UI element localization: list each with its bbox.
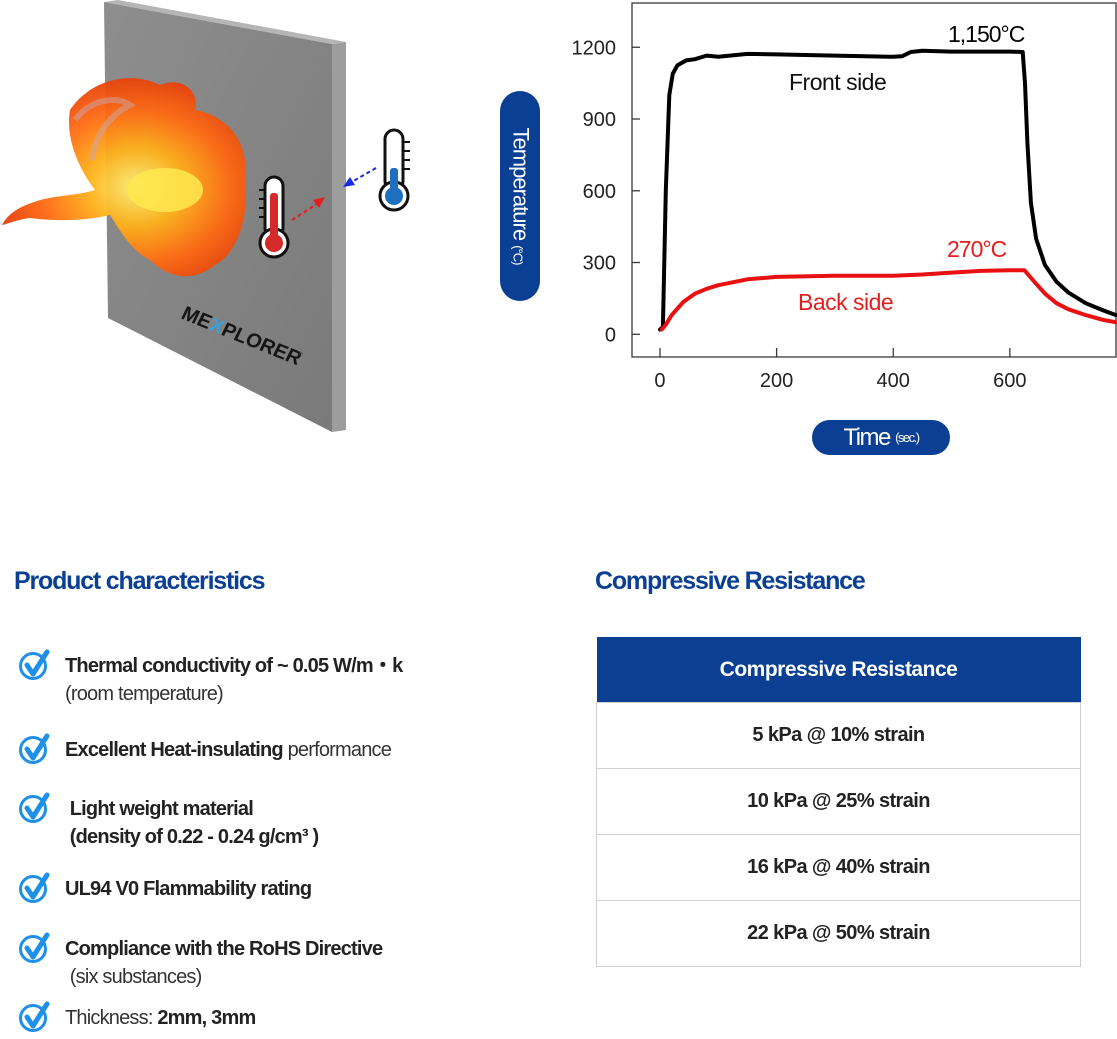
y-tick-label: 0 xyxy=(605,324,616,346)
annotation-front-side: Front side xyxy=(789,69,886,95)
characteristic-bold: Compliance with the RoHS Directive xyxy=(65,938,383,960)
characteristic-item: Thickness: 2mm, 3mm xyxy=(18,1001,256,1034)
check-icon xyxy=(18,648,52,682)
characteristic-bold: Light weight material xyxy=(65,798,254,820)
characteristic-light: performance xyxy=(282,739,392,761)
characteristic-item: Thermal conductivity of ~ 0.05 W/m・k (roo… xyxy=(18,649,403,708)
y-tick-label: 300 xyxy=(583,253,616,275)
characteristic-text: Light weight material (density of 0.22 -… xyxy=(65,795,319,851)
x-axis-title: Time xyxy=(843,423,891,451)
characteristic-subtext: (density of 0.22 - 0.24 g/cm³ ) xyxy=(65,826,319,848)
check-icon xyxy=(18,871,52,905)
check-icon xyxy=(18,791,52,825)
x-tick-label: 600 xyxy=(993,370,1026,392)
hot-arrow-icon xyxy=(291,197,325,221)
y-tick-label: 1200 xyxy=(572,37,617,59)
characteristic-text: Thickness: 2mm, 3mm xyxy=(65,1004,256,1032)
check-icon xyxy=(18,1000,52,1034)
y-tick-label: 600 xyxy=(583,181,616,203)
check-icon xyxy=(18,931,52,965)
y-axis-label: Temperature (°C) xyxy=(500,91,540,301)
table-cell: 22 kPa @ 50% strain xyxy=(596,900,1081,967)
y-tick-label: 900 xyxy=(583,109,616,131)
cold-arrow-icon xyxy=(343,167,377,187)
compressive-resistance-table: Compressive Resistance 5 kPa @ 10% strai… xyxy=(596,637,1081,967)
characteristic-text: Compliance with the RoHS Directive (six … xyxy=(65,935,383,991)
y-axis-unit: (°C) xyxy=(510,245,526,265)
table-header: Compressive Resistance xyxy=(596,637,1081,703)
svg-text:®: ® xyxy=(297,350,305,358)
characteristic-bold: Thermal conductivity of ~ 0.05 W/m・k xyxy=(65,655,403,677)
annotation-peak-front: 1,150°C xyxy=(948,21,1025,47)
x-tick-label: 200 xyxy=(760,370,793,392)
plot-frame xyxy=(631,2,1117,358)
product-characteristics-title: Product characteristics xyxy=(14,567,265,595)
x-axis-label: Time (sec.) xyxy=(812,420,950,455)
table-row: 5 kPa @ 10% strain xyxy=(596,702,1081,769)
characteristic-label: Thickness: xyxy=(65,1007,158,1029)
flame xyxy=(2,78,246,277)
table-cell: 16 kPa @ 40% strain xyxy=(596,834,1081,901)
table-cell: 5 kPa @ 10% strain xyxy=(596,702,1081,769)
x-tick-label: 0 xyxy=(654,370,665,392)
compressive-resistance-title: Compressive Resistance xyxy=(595,567,866,595)
characteristic-item: UL94 V0 Flammability rating xyxy=(18,872,312,905)
plate-edge xyxy=(332,42,346,432)
characteristic-subtext: (six substances) xyxy=(65,966,203,988)
table-cell: 10 kPa @ 25% strain xyxy=(596,768,1081,835)
table-row: 16 kPa @ 40% strain xyxy=(596,834,1081,901)
series-line-front-side xyxy=(658,48,1117,332)
annotation-back-side: Back side xyxy=(798,289,893,315)
characteristic-text: UL94 V0 Flammability rating xyxy=(65,875,312,903)
y-axis-title: Temperature xyxy=(508,127,534,241)
characteristic-bold: Excellent Heat-insulating xyxy=(65,739,284,761)
characteristic-item: Excellent Heat-insulating performance xyxy=(18,733,392,766)
fire-test-illustration: MEXPLORER ® xyxy=(2,0,410,432)
characteristic-text: Thermal conductivity of ~ 0.05 W/m・k (roo… xyxy=(65,652,403,708)
annotation-peak-back: 270°C xyxy=(947,236,1007,262)
cold-thermometer-icon xyxy=(378,128,410,212)
series-line-back-side xyxy=(659,268,1117,332)
x-axis-unit: (sec.) xyxy=(895,430,920,445)
x-tick-label: 400 xyxy=(877,370,910,392)
table-row: 22 kPa @ 50% strain xyxy=(596,900,1081,967)
temperature-chart: 0 300 600 900 1200 0 200 400 600 1,150°C Front s… xyxy=(572,2,1117,392)
characteristic-text: Excellent Heat-insulating performance xyxy=(65,736,392,764)
table-row: 10 kPa @ 25% strain xyxy=(596,768,1081,835)
characteristic-item: Compliance with the RoHS Directive (six … xyxy=(18,932,383,991)
characteristic-bold: 2mm, 3mm xyxy=(157,1007,256,1029)
hot-thermometer-icon xyxy=(258,175,290,259)
characteristic-item: Light weight material (density of 0.22 -… xyxy=(18,792,319,851)
characteristic-bold: UL94 V0 Flammability rating xyxy=(65,878,312,900)
check-icon xyxy=(18,732,52,766)
characteristic-subtext: (room temperature) xyxy=(65,683,224,705)
